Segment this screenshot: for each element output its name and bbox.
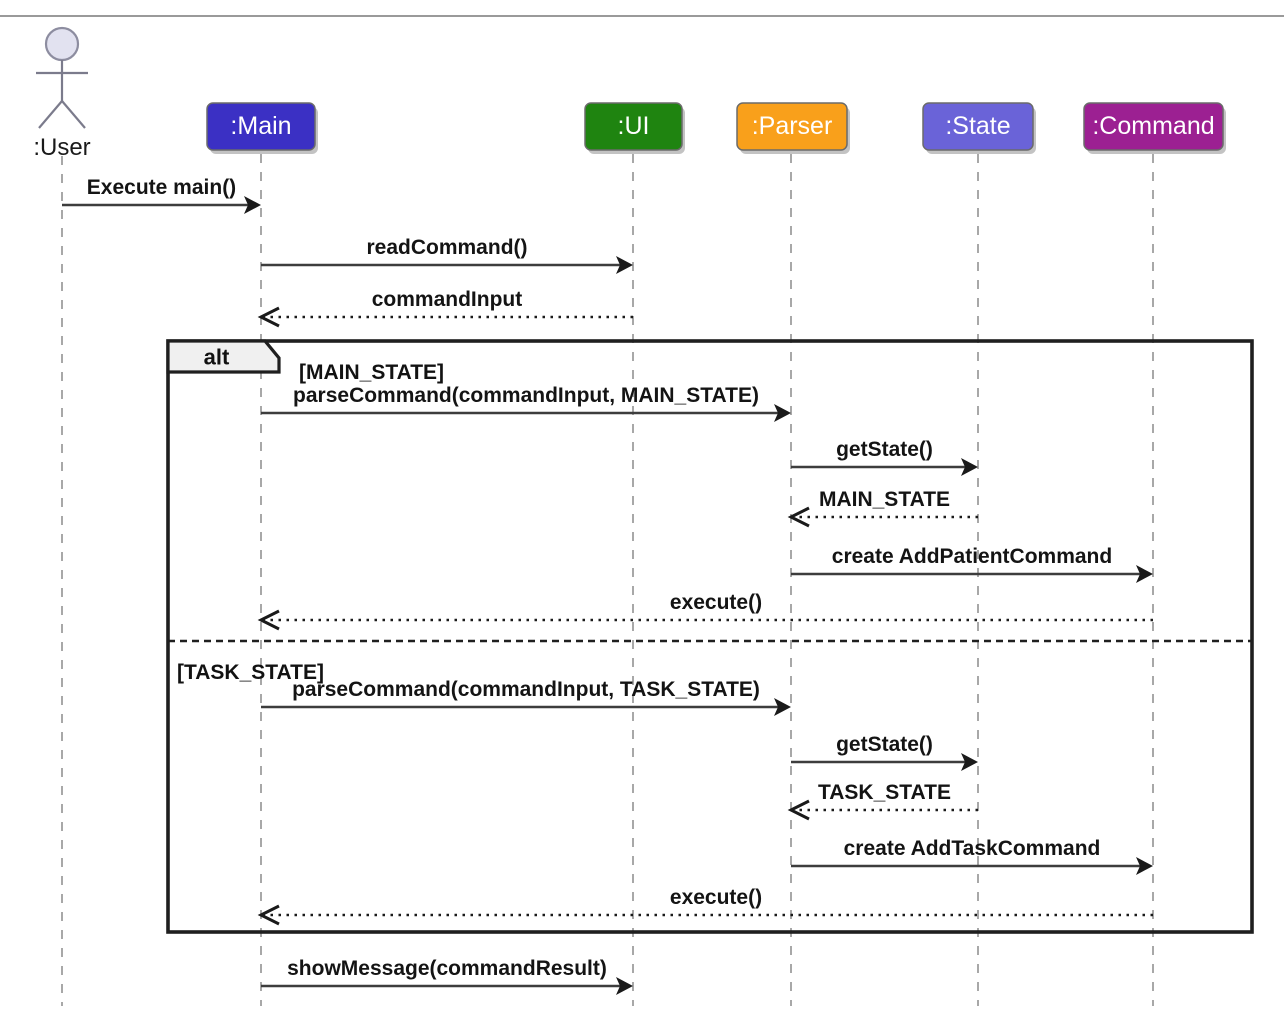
participant-state[interactable]: :State (922, 102, 1036, 154)
message-arrowhead-m14 (616, 977, 633, 995)
participants-group: :User :Main :UI :Parser :State :Command (33, 26, 1226, 161)
message-arrowhead-m10 (961, 753, 978, 771)
alt-operator-tab (166, 339, 281, 374)
message-label-m5: getState() (836, 438, 933, 461)
participant-main[interactable]: :Main (206, 102, 318, 154)
participant-label-ui: :UI (618, 112, 650, 140)
participant-box-state[interactable] (922, 102, 1034, 151)
message-m5: getState() (791, 438, 978, 476)
participant-label-main: :Main (230, 112, 291, 140)
message-m10: getState() (791, 733, 978, 771)
participant-command[interactable]: :Command (1083, 102, 1226, 154)
messages-group: Execute main() readCommand() commandInput p… (62, 176, 1153, 995)
message-arrowhead-m4 (774, 404, 791, 422)
guard-main-state: [MAIN_STATE] (299, 361, 444, 384)
message-arrowhead-m12 (1136, 857, 1153, 875)
lifelines-group (61, 154, 1154, 1006)
message-arrowhead-m9 (774, 698, 791, 716)
message-label-m2: readCommand() (366, 236, 527, 259)
message-label-m6: MAIN_STATE (819, 488, 950, 511)
alt-operator-label: alt (204, 345, 230, 370)
message-label-m12: create AddTaskCommand (844, 837, 1101, 860)
participant-parser[interactable]: :Parser (736, 102, 850, 154)
message-m4: parseCommand(commandInput, MAIN_STATE) (261, 384, 791, 422)
actor-user: :User (33, 26, 91, 161)
message-m1: Execute main() (62, 176, 261, 214)
message-arrowhead-m11 (787, 799, 810, 821)
message-arrowhead-m13 (257, 904, 280, 926)
message-label-m13: execute() (670, 886, 762, 909)
message-label-m1: Execute main() (87, 176, 236, 199)
message-arrowhead-m3 (257, 306, 280, 328)
message-m13: execute() (257, 886, 1153, 926)
message-label-m4: parseCommand(commandInput, MAIN_STATE) (293, 384, 759, 407)
message-m14: showMessage(commandResult) (261, 957, 633, 995)
message-m8: execute() (257, 591, 1153, 631)
message-m11: TASK_STATE (787, 781, 978, 821)
message-arrowhead-m6 (787, 506, 810, 528)
participant-label-parser: :Parser (752, 112, 833, 140)
message-m6: MAIN_STATE (787, 488, 978, 528)
message-arrowhead-m2 (616, 256, 633, 274)
alt-fragment-group: alt [MAIN_STATE] [TASK_STATE] (166, 339, 1254, 934)
actor-head-icon (44, 26, 80, 62)
participant-box-command[interactable] (1083, 102, 1224, 151)
guard-task-state: [TASK_STATE] (177, 661, 324, 684)
message-m9: parseCommand(commandInput, TASK_STATE) (261, 678, 791, 716)
message-label-m10: getState() (836, 733, 933, 756)
alt-fragment-border (166, 339, 1254, 934)
message-label-m3: commandInput (372, 288, 523, 311)
participant-box-main[interactable] (206, 102, 316, 151)
message-arrowhead-m8 (257, 609, 280, 631)
actor-leg-left (38, 100, 63, 129)
participant-label-command: :Command (1092, 112, 1214, 140)
participant-box-ui[interactable] (584, 102, 683, 151)
message-label-m8: execute() (670, 591, 762, 614)
participant-label-state: :State (945, 112, 1010, 140)
actor-leg-right (61, 100, 86, 129)
message-label-m7: create AddPatientCommand (832, 545, 1112, 568)
message-label-m9: parseCommand(commandInput, TASK_STATE) (292, 678, 760, 701)
actor-label-user: :User (33, 134, 90, 161)
message-label-m14: showMessage(commandResult) (287, 957, 607, 980)
message-arrowhead-m5 (961, 458, 978, 476)
participant-box-parser[interactable] (736, 102, 848, 151)
message-arrowhead-m7 (1136, 565, 1153, 583)
message-m7: create AddPatientCommand (791, 545, 1153, 583)
participant-ui[interactable]: :UI (584, 102, 685, 154)
message-label-m11: TASK_STATE (818, 781, 951, 804)
message-m2: readCommand() (261, 236, 633, 274)
message-m12: create AddTaskCommand (791, 837, 1153, 875)
message-arrowhead-m1 (244, 196, 261, 214)
message-m3: commandInput (257, 288, 633, 328)
